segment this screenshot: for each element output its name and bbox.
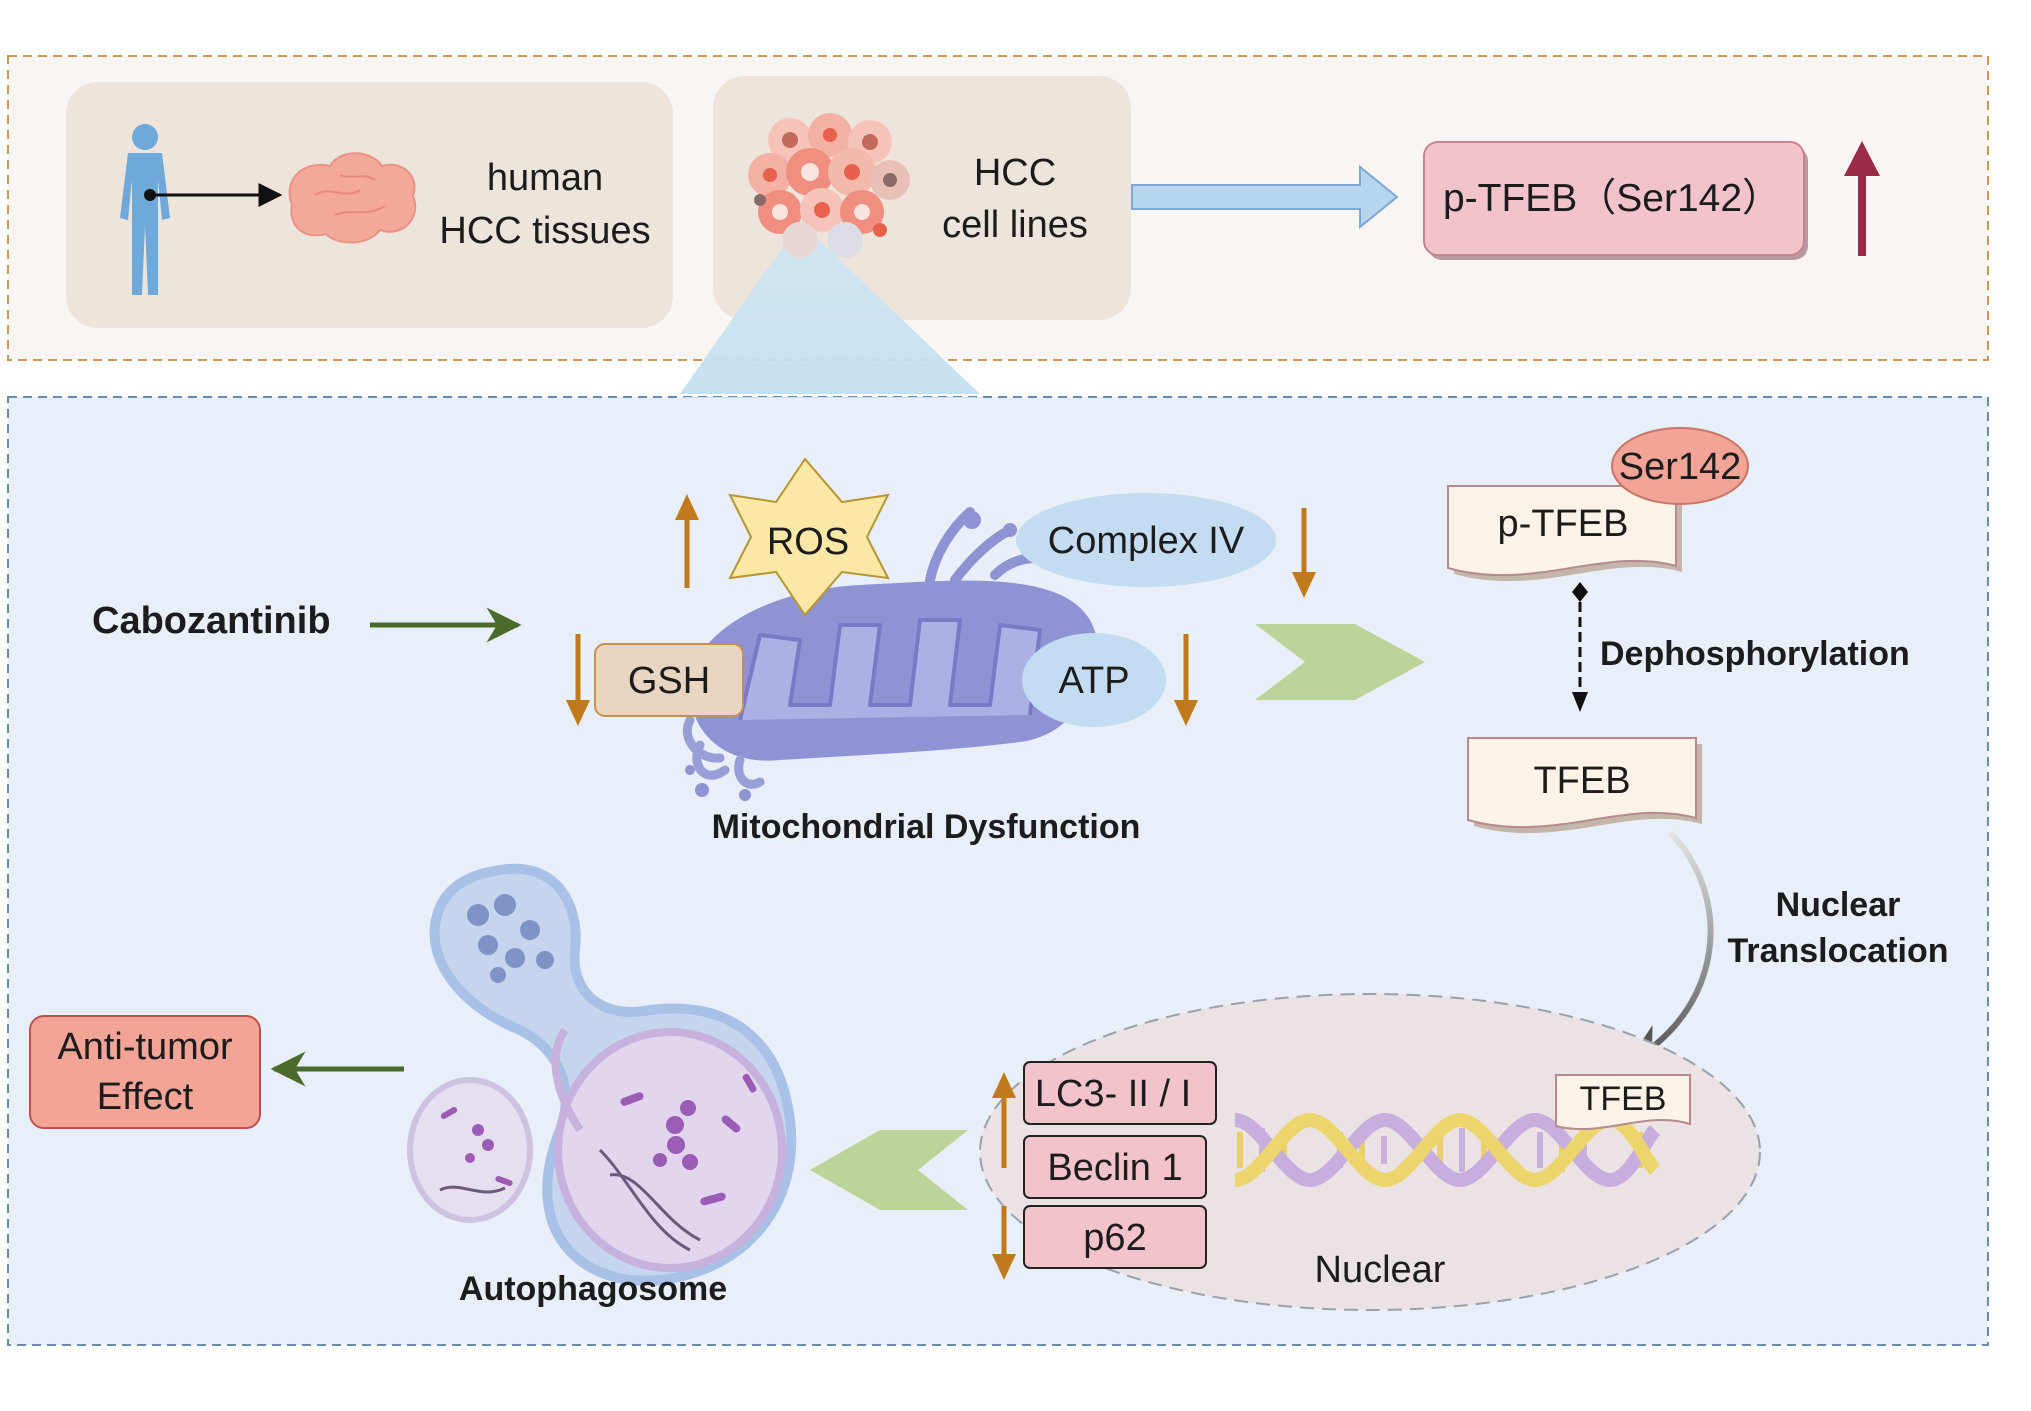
beclin-label: Beclin 1 — [1047, 1147, 1182, 1189]
cells-label-line2: cell lines — [942, 204, 1088, 246]
complex-decrease-arrow-icon — [1292, 508, 1316, 598]
translocation-arrow — [1626, 829, 1714, 1065]
block-arrow-right-icon — [1131, 164, 1399, 230]
gsh-decrease-arrow-icon — [566, 634, 590, 726]
mitochondrion-icon — [682, 507, 1099, 801]
zoom-beam — [680, 222, 980, 394]
nuclear-tfeb-label: TFEB — [1580, 1080, 1667, 1118]
effect-label-line1: Anti-tumor — [57, 1026, 233, 1068]
effect-box — [29, 1015, 261, 1129]
cell-cluster-icon — [748, 113, 910, 258]
chevron-left-icon — [810, 1130, 968, 1210]
ptfeb-label: p-TFEB — [1498, 503, 1629, 545]
ser142-label: Ser142 — [1619, 446, 1742, 488]
autophagosome-icon — [407, 863, 797, 1286]
lc3-box — [1023, 1061, 1217, 1125]
ser142-ellipse — [1611, 427, 1749, 505]
translocation-label-line1: Nuclear — [1776, 886, 1901, 924]
marker-decrease-arrow-icon — [992, 1206, 1016, 1280]
dephos-label: Dephosphorylation — [1600, 635, 1910, 673]
ros-increase-arrow-icon — [675, 494, 699, 588]
gsh-label: GSH — [628, 660, 710, 702]
ptfeb-box-label: p-TFEB（Ser142） — [1443, 177, 1781, 220]
human-icon — [120, 124, 170, 295]
mito-caption: Mitochondrial Dysfunction — [712, 808, 1141, 846]
drug-label: Cabozantinib — [92, 600, 331, 642]
chevron-right-icon — [1255, 624, 1425, 700]
autophagosome-label: Autophagosome — [459, 1270, 727, 1308]
nuclear-tfeb-flag — [1555, 1074, 1691, 1130]
dephos-arrow-icon — [1572, 582, 1588, 712]
ros-star-icon — [728, 457, 890, 617]
effect-label-line2: Effect — [97, 1076, 194, 1118]
ptfeb-flag — [1447, 485, 1677, 577]
atp-decrease-arrow-icon — [1174, 634, 1198, 726]
tfeb-label: TFEB — [1533, 760, 1630, 802]
beclin-box — [1023, 1135, 1207, 1199]
cells-label-line1: HCC — [974, 152, 1056, 194]
tissue-label-line2: HCC tissues — [439, 210, 650, 252]
increase-arrow-icon — [1844, 141, 1880, 256]
ros-label: ROS — [767, 521, 849, 563]
atp-label: ATP — [1058, 660, 1129, 702]
tissue-blob-icon — [288, 152, 416, 244]
complex-iv-label: Complex IV — [1048, 520, 1245, 562]
marker-increase-arrow-icon — [992, 1072, 1016, 1168]
tissue-label-line1: human — [487, 157, 603, 199]
nucleus-label: Nuclear — [1315, 1249, 1446, 1291]
complex-iv-ellipse — [1016, 493, 1276, 587]
p62-label: p62 — [1083, 1217, 1146, 1259]
tfeb-flag — [1467, 737, 1697, 829]
translocation-label-line2: Translocation — [1727, 932, 1948, 970]
ptfeb-box — [1423, 141, 1805, 256]
atp-ellipse — [1022, 633, 1166, 727]
lc3-label: LC3- II / I — [1035, 1073, 1191, 1115]
gsh-box — [594, 643, 744, 717]
zoom-beam-lower — [680, 397, 980, 398]
p62-box — [1023, 1205, 1207, 1269]
